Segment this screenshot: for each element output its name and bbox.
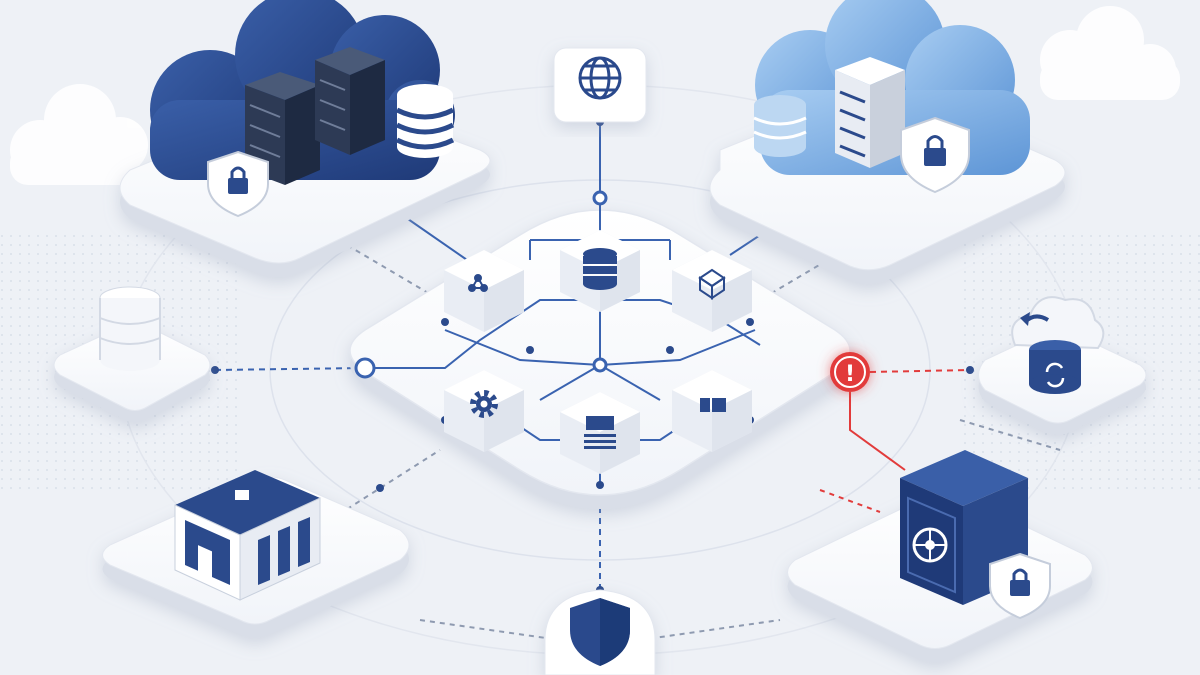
hub-module-blocks[interactable] [672, 370, 752, 452]
lock-shield-icon [207, 150, 269, 218]
shield-icon [570, 598, 630, 666]
hub-ports [354, 190, 608, 379]
database-icon [99, 286, 161, 371]
link-database [214, 367, 366, 371]
lock-shield-icon [989, 552, 1051, 620]
link-alert-vault [849, 392, 906, 471]
database-node[interactable] [53, 286, 211, 423]
hub-module-layers[interactable] [560, 392, 640, 474]
alert-symbol: ! [845, 362, 855, 387]
lock-shield-icon [900, 116, 970, 194]
cube-icon [698, 268, 726, 300]
hub-module-db[interactable] [560, 230, 640, 312]
internet-node[interactable] [553, 47, 647, 123]
network-nodes-icon [468, 274, 488, 292]
blocks-icon [700, 398, 726, 412]
database-icon [753, 95, 807, 157]
database-icon [395, 84, 455, 158]
hub-module-cube[interactable] [672, 250, 752, 332]
link-vault-dashed [819, 489, 881, 513]
cloud-backup-icon [1011, 296, 1105, 394]
layers-icon [584, 416, 616, 449]
globe-icon [578, 56, 622, 100]
link-outer-dashed-2 [639, 619, 781, 641]
decorative-cloud-icon [10, 84, 148, 185]
gear-icon [470, 390, 498, 418]
decorative-cloud-icon [1040, 6, 1180, 100]
link-backup-alert [869, 369, 971, 373]
building-icon [174, 470, 321, 601]
public-cloud-node[interactable] [709, 0, 1066, 284]
alert-icon[interactable]: ! [830, 352, 870, 392]
link-backup-dashed [959, 419, 1061, 451]
vault-node[interactable] [787, 450, 1093, 663]
backup-node[interactable] [978, 296, 1147, 435]
hub-module-settings[interactable] [444, 370, 524, 452]
server-rack-icon [835, 57, 905, 168]
database-icon [583, 248, 617, 290]
private-cloud-node[interactable] [119, 0, 491, 277]
hub-module-mesh[interactable] [444, 250, 524, 332]
office-node[interactable] [102, 470, 410, 638]
security-node[interactable] [544, 589, 656, 675]
link-outer-dashed [419, 619, 561, 641]
